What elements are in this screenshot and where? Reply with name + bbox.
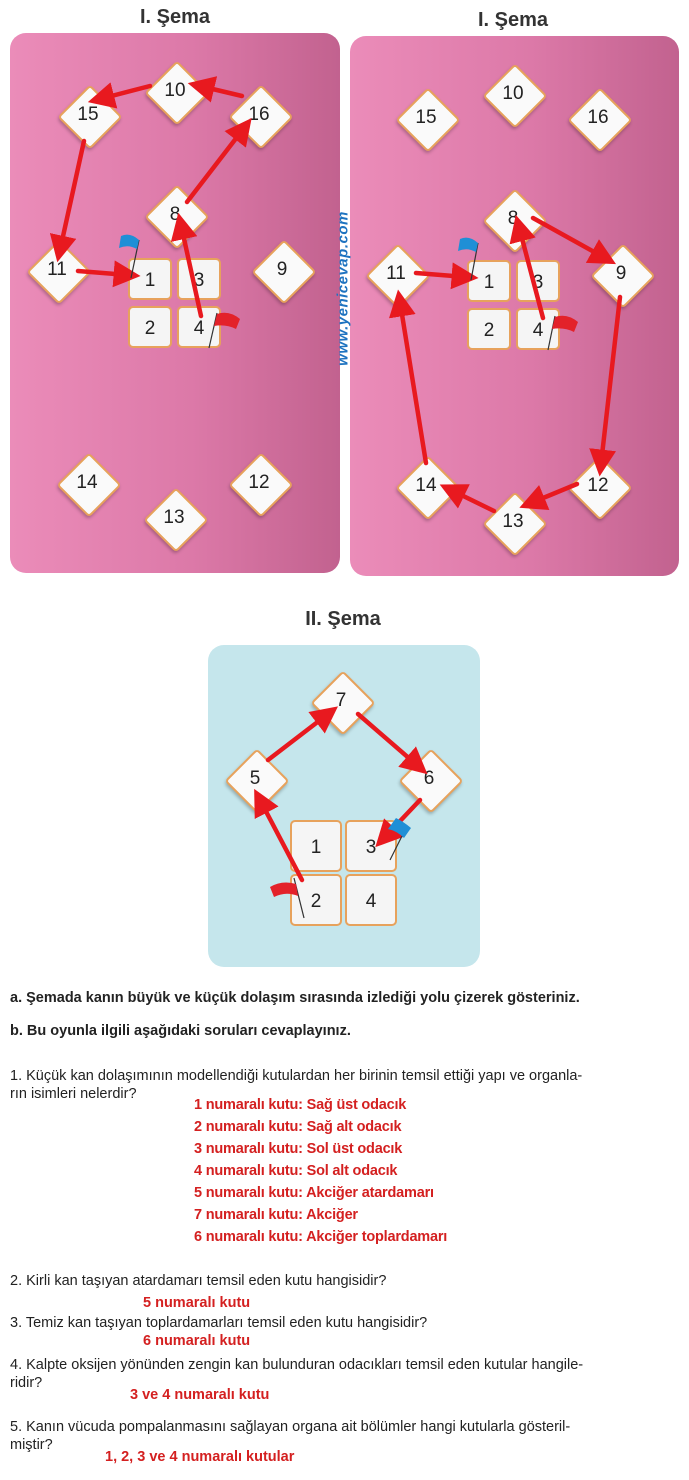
left-diamond-10: 10 xyxy=(144,60,210,126)
left-box-3: 3 xyxy=(177,258,221,300)
right-diamond-8: 8 xyxy=(482,188,548,254)
right-box-4: 4 xyxy=(516,308,560,350)
question-b: b. Bu oyunla ilgili aşağıdaki soruları c… xyxy=(10,1023,351,1039)
answer-1-item: 7 numaralı kutu: Akciğer xyxy=(194,1207,358,1223)
question-1-line2: rın isimleri nelerdir? xyxy=(10,1086,137,1102)
schema2-box-1: 1 xyxy=(290,820,342,872)
schema2-box-2: 2 xyxy=(290,874,342,926)
right-diamond-11: 11 xyxy=(365,243,431,309)
left-diamond-14: 14 xyxy=(56,452,122,518)
right-box-3: 3 xyxy=(516,260,560,302)
left-diamond-13: 13 xyxy=(143,487,209,553)
question-1-line1: 1. Küçük kan dolaşımının modellendiği ku… xyxy=(10,1068,583,1084)
schema2-diamond-7: 7 xyxy=(310,670,376,736)
question-5-line1: 5. Kanın vücuda pompalanmasını sağlayan … xyxy=(10,1419,571,1435)
schema2-title: II. Şema xyxy=(305,608,381,630)
schema2-box-4: 4 xyxy=(345,874,397,926)
left-diamond-8: 8 xyxy=(144,184,210,250)
right-diamond-14: 14 xyxy=(395,455,461,521)
right-diamond-16: 16 xyxy=(567,87,633,153)
left-diamond-11: 11 xyxy=(26,239,92,305)
watermark: www.yenicevap.com xyxy=(334,211,352,366)
schema2-box-3: 3 xyxy=(345,820,397,872)
right-diamond-12: 12 xyxy=(567,455,633,521)
question-4-line2: ridir? xyxy=(10,1375,43,1391)
left-box-4: 4 xyxy=(177,306,221,348)
question-3: 3. Temiz kan taşıyan toplardamarları tem… xyxy=(10,1315,428,1331)
question-2: 2. Kirli kan taşıyan atardamarı temsil e… xyxy=(10,1273,387,1289)
answer-1-item: 5 numaralı kutu: Akciğer atardamarı xyxy=(194,1185,434,1201)
left-diamond-15: 15 xyxy=(57,84,123,150)
answer-1-item: 3 numaralı kutu: Sol üst odacık xyxy=(194,1141,403,1157)
left-box-1: 1 xyxy=(128,258,172,300)
answer-1-item: 2 numaralı kutu: Sağ alt odacık xyxy=(194,1119,402,1135)
question-a: a. Şemada kanın büyük ve küçük dolaşım s… xyxy=(10,990,580,1006)
question-5-line2: miştir? xyxy=(10,1437,53,1453)
left-diamond-9: 9 xyxy=(251,239,317,305)
right-diamond-10: 10 xyxy=(482,63,548,129)
answer-1-item: 6 numaralı kutu: Akciğer toplardamarı xyxy=(194,1229,448,1245)
left-box-2: 2 xyxy=(128,306,172,348)
answer-3: 6 numaralı kutu xyxy=(143,1333,251,1349)
answer-4: 3 ve 4 numaralı kutu xyxy=(130,1387,270,1403)
left-diamond-12: 12 xyxy=(228,452,294,518)
left-diamond-16: 16 xyxy=(228,84,294,150)
schema1-left-title: I. Şema xyxy=(139,6,211,28)
right-box-1: 1 xyxy=(467,260,511,302)
schema2-diamond-6: 6 xyxy=(398,748,464,814)
answer-5: 1, 2, 3 ve 4 numaralı kutular xyxy=(105,1449,295,1465)
right-diamond-13: 13 xyxy=(482,491,548,557)
answer-2: 5 numaralı kutu xyxy=(143,1295,251,1311)
right-box-2: 2 xyxy=(467,308,511,350)
schema2-diamond-5: 5 xyxy=(224,748,290,814)
right-diamond-15: 15 xyxy=(395,87,461,153)
right-diamond-9: 9 xyxy=(590,243,656,309)
question-4-line1: 4. Kalpte oksijen yönünden zengin kan bu… xyxy=(10,1357,584,1373)
answer-1-item: 4 numaralı kutu: Sol alt odacık xyxy=(194,1163,398,1179)
schema1-right-title: I. Şema xyxy=(477,9,549,31)
answer-1-item: 1 numaralı kutu: Sağ üst odacık xyxy=(194,1097,407,1113)
